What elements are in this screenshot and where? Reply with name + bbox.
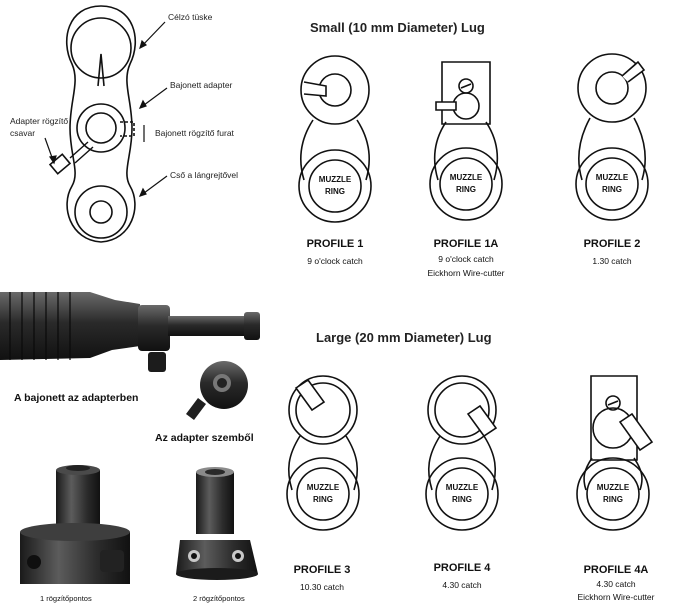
profile-4a-desc: 4.30 catch [596, 579, 636, 589]
profile-1-drawing [298, 55, 372, 223]
profile-2-desc: 1.30 catch [592, 256, 632, 266]
photo-adapter-2point [176, 467, 258, 580]
caption-adapter-szembol: Az adapter szemből [155, 432, 254, 444]
heading-small-lug: Small (10 mm Diameter) Lug [310, 20, 485, 35]
photo-adapter-1point [20, 465, 130, 584]
profile-4-title: PROFILE 4 [433, 562, 491, 574]
photo-adapter-front [186, 361, 248, 420]
profile-2-title: PROFILE 2 [583, 238, 641, 250]
profile-3-drawing [286, 375, 360, 531]
profile-2-drawing [575, 53, 649, 221]
profile-3-title: PROFILE 3 [293, 564, 351, 576]
caption-1-rogzitopontos: 1 rögzítőpontos [40, 594, 92, 603]
photo-rifle-bayonet [0, 292, 260, 372]
label-bajonett-rogzito-furat: Bajonett rögzítő furat [155, 128, 234, 138]
profile-4a-desc2: Eickhorn Wire-cutter [577, 592, 655, 602]
profile-1-desc: 9 o'clock catch [307, 256, 363, 266]
label-celzo-tuske: Célzó tüske [168, 12, 213, 22]
profile-4-desc: 4.30 catch [442, 580, 482, 590]
profile-4-text: PROFILE 4 4.30 catch [412, 562, 512, 590]
label-adapter-rogzito-2: csavar [10, 128, 36, 138]
profile-1-text: PROFILE 1 9 o'clock catch [285, 238, 385, 266]
profile-1a-text: PROFILE 1A 9 o'clock catch Eickhorn Wire… [406, 238, 526, 278]
profile-3-desc: 10.30 catch [300, 582, 344, 592]
caption-2-rogzitopontos: 2 rögzítőpontos [193, 594, 245, 603]
profile-1a-desc2: Eickhorn Wire-cutter [427, 268, 505, 278]
label-bajonett-adapter: Bajonett adapter [170, 80, 233, 90]
label-arrows [44, 21, 168, 197]
profile-3-text: PROFILE 3 10.30 catch [272, 564, 372, 592]
profile-4a-title: PROFILE 4A [583, 564, 649, 576]
caption-bajonett-adapterben: A bajonett az adapterben [14, 392, 139, 404]
heading-large-lug: Large (20 mm Diameter) Lug [316, 330, 492, 345]
profile-4a-text: PROFILE 4A 4.30 catch Eickhorn Wire-cutt… [558, 564, 674, 602]
profile-2-text: PROFILE 2 1.30 catch [562, 238, 662, 266]
label-adapter-rogzito-1: Adapter rögzítő [10, 116, 69, 126]
profile-4a-drawing [576, 375, 654, 531]
adapter-diagram [48, 5, 137, 243]
profile-1-title: PROFILE 1 [306, 238, 364, 250]
profile-4-drawing [425, 375, 499, 531]
profile-1a-desc: 9 o'clock catch [438, 254, 494, 264]
profile-1a-title: PROFILE 1A [433, 238, 499, 250]
profile-1a-drawing [429, 61, 503, 221]
label-cso-langrejtovel: Cső a lángrejtővel [170, 170, 239, 180]
